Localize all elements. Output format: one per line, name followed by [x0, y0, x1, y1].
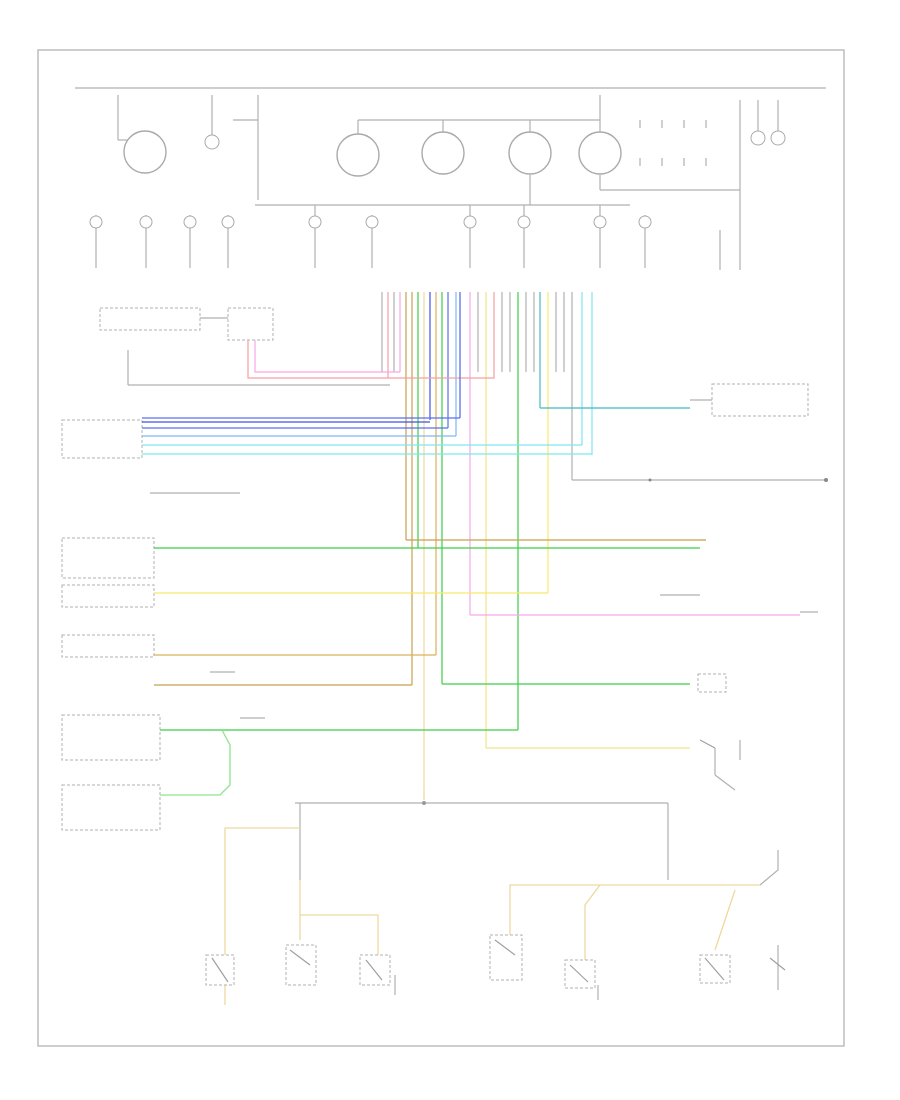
lower-bus [224, 790, 779, 1005]
diagram-frame [37, 49, 845, 1047]
right-mid-entries [442, 594, 818, 791]
gauge-speedometer [578, 131, 622, 175]
gauge-voltmeter [123, 130, 167, 174]
left-entries [61, 492, 706, 686]
lamp-high-beam [750, 130, 766, 146]
lamp-cluster-illum-1 [204, 134, 220, 150]
lower-left-entries [61, 714, 518, 831]
instrument-cluster [75, 87, 826, 270]
red-pink-wires [247, 340, 495, 379]
lower-switches [205, 934, 786, 1000]
gauge-coolant-temp [508, 131, 552, 175]
gauge-fuel [336, 133, 380, 177]
pressure-switch [699, 739, 741, 791]
cluster-indicator-array [639, 120, 707, 166]
warning-lamp-row [89, 205, 721, 270]
switch-group-blue [61, 292, 592, 459]
gauge-oil-pressure [421, 131, 465, 175]
main-connector-pins [381, 292, 593, 790]
upper-left-module [99, 307, 390, 386]
lamp-cluster-illum-2 [770, 130, 786, 146]
teal-wire-right [540, 383, 828, 482]
